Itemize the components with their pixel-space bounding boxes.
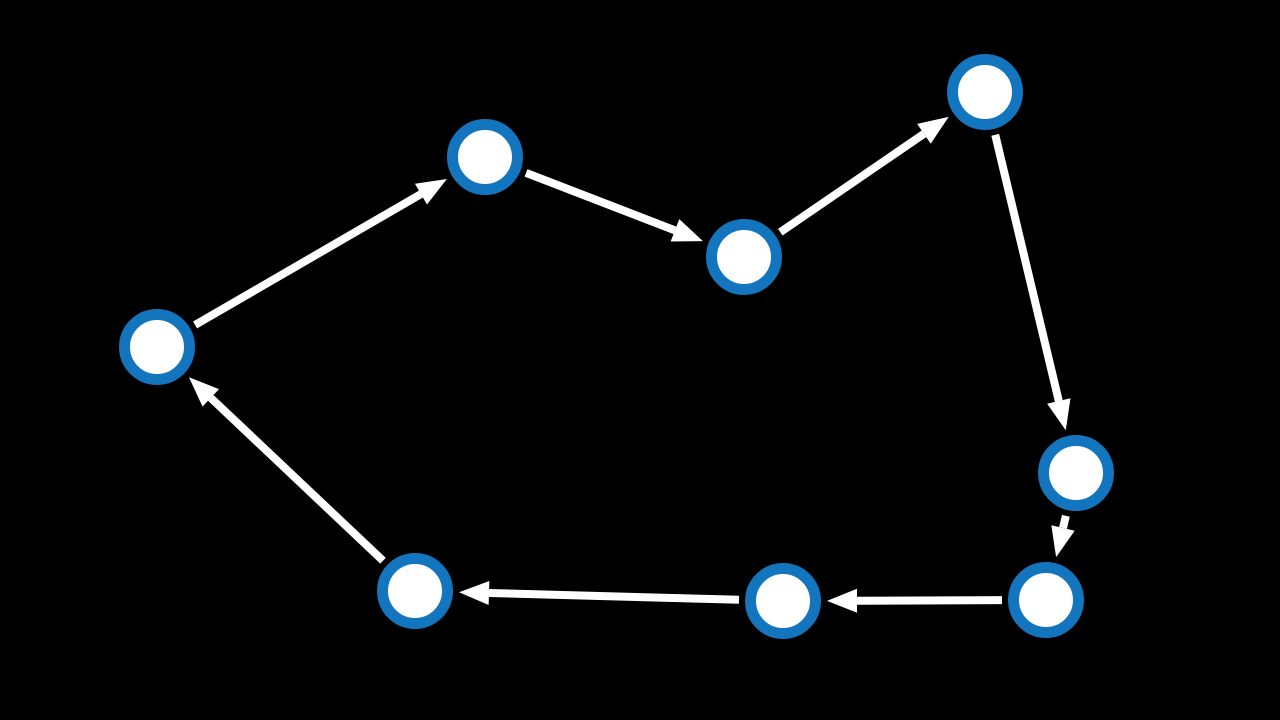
edge-arrowhead-icon <box>458 581 490 606</box>
edge-arrowhead-icon <box>1047 398 1071 431</box>
edge-shaft <box>193 190 423 329</box>
graph-node[interactable] <box>1038 435 1114 511</box>
graph-node[interactable] <box>1008 562 1084 638</box>
edge-shaft <box>778 130 927 236</box>
graph-node[interactable] <box>447 119 523 195</box>
node-ring <box>1038 435 1114 511</box>
graph-edge <box>778 116 949 236</box>
edge-arrowhead-icon <box>917 116 949 144</box>
graph-node[interactable] <box>706 219 782 295</box>
graph-node[interactable] <box>947 54 1023 130</box>
node-ring <box>706 219 782 295</box>
node-ring <box>947 54 1023 130</box>
graph-edge <box>991 133 1071 431</box>
edge-arrowhead-icon <box>1051 525 1075 558</box>
node-ring <box>119 309 195 385</box>
edge-arrowhead-icon <box>826 588 858 613</box>
edge-shaft <box>208 394 386 564</box>
edge-shaft <box>488 589 740 604</box>
edge-layer <box>188 116 1075 613</box>
graph-edge <box>193 179 447 329</box>
node-ring <box>447 119 523 195</box>
node-layer <box>119 54 1114 639</box>
edge-shaft <box>524 169 677 235</box>
graph-edge <box>524 169 703 242</box>
edge-arrowhead-icon <box>670 219 703 242</box>
node-ring <box>745 563 821 639</box>
graph-edge <box>826 588 1003 613</box>
graph-edge <box>188 377 386 564</box>
edge-shaft <box>1059 514 1070 529</box>
node-ring <box>1008 562 1084 638</box>
edge-arrowhead-icon <box>414 179 447 205</box>
graph-node[interactable] <box>745 563 821 639</box>
edge-shaft <box>856 596 1003 605</box>
graph-edge <box>1051 514 1075 558</box>
graph-node[interactable] <box>377 553 453 629</box>
graph-node[interactable] <box>119 309 195 385</box>
edge-arrowhead-icon <box>188 377 220 407</box>
graph-edge <box>458 581 740 606</box>
node-ring <box>377 553 453 629</box>
edge-shaft <box>991 133 1063 402</box>
